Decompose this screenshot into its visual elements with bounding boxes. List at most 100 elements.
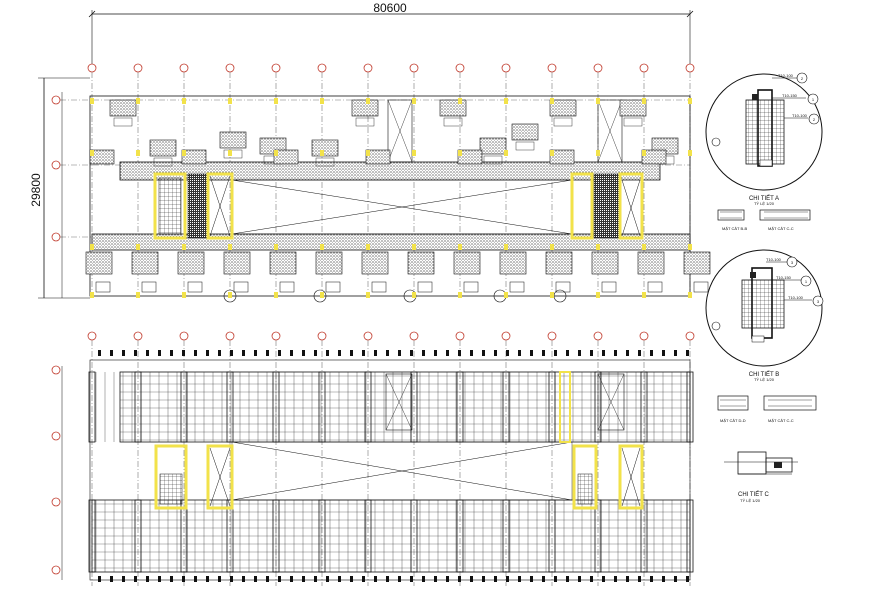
column-strip — [548, 371, 556, 443]
column-tick — [302, 350, 305, 356]
column-strip — [318, 371, 326, 443]
pile-cap — [109, 99, 137, 117]
pile-cap-outline — [355, 117, 375, 127]
pile-cap — [149, 139, 177, 157]
column-tick — [230, 576, 233, 582]
column-strip — [502, 499, 510, 573]
column-strip — [180, 371, 188, 443]
pile-cap — [591, 251, 619, 275]
pile-cap — [683, 251, 711, 275]
column-tick — [662, 350, 665, 356]
grid-bubble — [547, 63, 557, 73]
column-tick — [122, 576, 125, 582]
column-strip — [640, 499, 648, 573]
yellow-marker — [458, 244, 462, 250]
upper-yellow-markers — [90, 98, 692, 298]
detail-c: CHI TIẾT C TỶ LỆ 1/20 — [724, 451, 798, 503]
column-tick — [458, 576, 461, 582]
column-strip — [456, 499, 464, 573]
yellow-marker — [366, 150, 370, 156]
column-tick — [218, 576, 221, 582]
section-c-c-lower-label: MẶT CẮT C-C — [768, 418, 794, 423]
pile-cap-outline — [601, 281, 617, 293]
grid-bubble — [51, 565, 61, 575]
pile-cap-outline — [623, 117, 643, 127]
grid-bubble — [271, 331, 281, 341]
column-tick — [374, 350, 377, 356]
grid-bubble — [87, 63, 97, 73]
pile-cap — [545, 251, 573, 275]
column-tick — [578, 350, 581, 356]
yellow-marker — [596, 98, 600, 104]
column-tick — [326, 576, 329, 582]
column-tick — [686, 576, 689, 582]
column-strip — [410, 499, 418, 573]
column-tick — [122, 350, 125, 356]
column-tick — [554, 350, 557, 356]
yellow-marker — [550, 98, 554, 104]
pile-cap-outline — [113, 117, 133, 127]
column-tick — [170, 576, 173, 582]
yellow-marker — [366, 292, 370, 298]
column-strip — [410, 371, 418, 443]
column-strip — [686, 499, 694, 573]
column-tick — [350, 350, 353, 356]
column-tick — [362, 350, 365, 356]
upper-stair-core-left — [153, 172, 234, 240]
column-strip — [88, 371, 96, 443]
pile-cap-outline — [553, 117, 573, 127]
yellow-marker — [136, 244, 140, 250]
column-tick — [458, 350, 461, 356]
detail-b-bar-3: T10-100 — [788, 295, 804, 300]
pile-cap — [619, 99, 647, 117]
detail-a-bar-2-tag: 1 — [812, 97, 815, 102]
column-strip — [594, 371, 602, 443]
column-strip — [88, 499, 96, 573]
column-tick — [590, 576, 593, 582]
pile-cap-outline — [187, 281, 203, 293]
grid-bubble — [51, 431, 61, 441]
column-tick — [146, 350, 149, 356]
pile-cap-outline — [315, 157, 335, 167]
yellow-marker — [688, 150, 692, 156]
yellow-marker — [182, 244, 186, 250]
column-tick — [626, 350, 629, 356]
yellow-marker — [688, 292, 692, 298]
yellow-marker — [412, 244, 416, 250]
pile-cap-outline — [417, 281, 433, 293]
yellow-marker — [412, 98, 416, 104]
column-tick — [446, 350, 449, 356]
column-tick — [590, 350, 593, 356]
column-tick — [98, 350, 101, 356]
pile-cap — [479, 137, 507, 155]
column-tick — [146, 576, 149, 582]
column-strip — [318, 499, 326, 573]
grid-bubble — [51, 232, 61, 242]
pile-cap — [177, 251, 205, 275]
column-tick — [518, 350, 521, 356]
yellow-marker — [550, 244, 554, 250]
column-tick — [254, 576, 257, 582]
column-strip — [226, 371, 234, 443]
column-tick — [518, 576, 521, 582]
grid-bubble — [225, 331, 235, 341]
grid-bubble — [639, 331, 649, 341]
grid-bubble — [317, 63, 327, 73]
pile-cap — [269, 251, 297, 275]
pile-cap-outline — [325, 281, 341, 293]
column-tick — [638, 576, 641, 582]
pile-cap-outline — [555, 281, 571, 293]
column-strip — [502, 371, 510, 443]
yellow-marker — [458, 150, 462, 156]
section-c-c-label: MẶT CẮT C-C — [768, 226, 794, 231]
grid-bubble — [593, 63, 603, 73]
pile-cap-outline — [515, 141, 535, 151]
yellow-marker — [642, 150, 646, 156]
pile-cap — [181, 149, 207, 165]
column-tick — [422, 576, 425, 582]
grid-bubble — [685, 331, 695, 341]
column-tick — [578, 576, 581, 582]
column-tick — [206, 576, 209, 582]
column-tick — [338, 350, 341, 356]
detail-b-bar-1: T10-100 — [766, 257, 782, 262]
